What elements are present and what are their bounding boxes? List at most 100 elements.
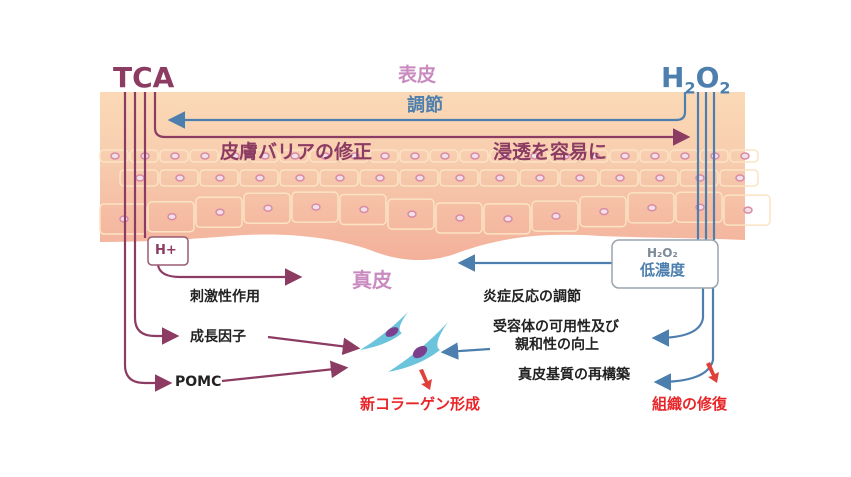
cell-nucleus bbox=[590, 152, 600, 160]
receptor-label-1: 受容体の可用性及び bbox=[493, 319, 619, 335]
tca-label: TCA bbox=[113, 61, 175, 94]
skin-cell bbox=[291, 191, 339, 223]
skin-cell bbox=[399, 169, 439, 187]
cell-nucleus bbox=[599, 207, 609, 216]
fibroblast-cells bbox=[360, 312, 448, 372]
skin-cell bbox=[439, 169, 479, 187]
skin-cell bbox=[459, 149, 489, 163]
skin-cell bbox=[435, 202, 483, 234]
skin-cell bbox=[429, 149, 459, 163]
skin-cell bbox=[219, 149, 249, 163]
h2o2-label: H2O2 bbox=[661, 64, 731, 97]
cell-nucleus bbox=[503, 215, 513, 223]
skin-cell bbox=[559, 169, 599, 187]
h-plus-label: H+ bbox=[155, 243, 177, 258]
cell-nucleus bbox=[415, 174, 425, 182]
cell-nucleus bbox=[455, 174, 465, 182]
cell-nucleus bbox=[615, 174, 625, 182]
cell-nucleus bbox=[167, 212, 177, 221]
skin-cell bbox=[639, 169, 679, 187]
skin-cell bbox=[399, 149, 429, 163]
h2o2-lines bbox=[167, 92, 716, 391]
red-arrows bbox=[419, 362, 719, 390]
cell-nucleus bbox=[135, 174, 145, 182]
skin-cell bbox=[519, 169, 559, 187]
cell-nucleus bbox=[200, 152, 210, 160]
inflammation-label: 炎症反応の調節 bbox=[483, 289, 581, 305]
skin-cell bbox=[159, 169, 199, 187]
skin-cell bbox=[719, 169, 759, 187]
cell-nucleus bbox=[455, 214, 465, 222]
cell-nucleus bbox=[495, 174, 505, 182]
skin-cell bbox=[519, 149, 549, 163]
cell-nucleus bbox=[320, 152, 330, 160]
cell-nucleus bbox=[440, 152, 450, 160]
growth-factor-label: 成長因子 bbox=[190, 329, 246, 345]
h2o2-low-box bbox=[611, 239, 719, 289]
skin-cell bbox=[729, 149, 759, 163]
cell-nucleus bbox=[410, 152, 420, 160]
skin-cell bbox=[319, 169, 359, 187]
skin-cell bbox=[249, 149, 279, 163]
skin-cell bbox=[489, 149, 519, 163]
skin-cell bbox=[387, 198, 435, 230]
skin-cell bbox=[239, 169, 279, 187]
cell-nucleus bbox=[650, 152, 660, 160]
skin-cell bbox=[199, 169, 239, 187]
h2o2-low-formula: H₂O₂ bbox=[647, 246, 678, 260]
cell-nucleus bbox=[255, 174, 265, 182]
ease-penetration-label: 浸透を容易に bbox=[493, 141, 608, 163]
cell-nucleus bbox=[215, 174, 225, 182]
skin-cell bbox=[189, 149, 219, 163]
skin-cell bbox=[579, 149, 609, 163]
skin-cell bbox=[723, 194, 771, 226]
new-collagen-label: 新コラーゲン形成 bbox=[360, 395, 481, 413]
cell-nucleus bbox=[743, 206, 753, 214]
cell-nucleus bbox=[335, 174, 345, 182]
skin-cell bbox=[549, 149, 579, 163]
cell-nucleus bbox=[110, 152, 120, 160]
skin-cell bbox=[599, 169, 639, 187]
cell-nucleus bbox=[260, 152, 270, 160]
cell-nucleus bbox=[740, 152, 750, 160]
collagen-arrow-icon bbox=[419, 369, 432, 390]
cell-nucleus bbox=[170, 152, 180, 160]
cell-nucleus bbox=[380, 152, 390, 160]
skin-cell bbox=[309, 149, 339, 163]
cell-nucleus bbox=[215, 208, 225, 217]
cell-nucleus bbox=[407, 210, 417, 218]
h2o2-sub2: 2 bbox=[719, 78, 731, 98]
skin-cell bbox=[195, 196, 243, 229]
cell-nucleus bbox=[535, 174, 545, 182]
cell-nucleus bbox=[647, 204, 657, 212]
skin-cell bbox=[243, 192, 291, 224]
h2o2-h: H bbox=[661, 61, 685, 94]
tissue-repair-label: 組織の修復 bbox=[652, 395, 728, 413]
skin-cell bbox=[147, 200, 195, 233]
cell-nucleus bbox=[680, 152, 690, 160]
irritation-label: 刺激性作用 bbox=[190, 289, 260, 305]
h2o2-o: O bbox=[695, 61, 720, 94]
cell-nucleus bbox=[175, 174, 185, 182]
cell-nucleus bbox=[350, 152, 360, 160]
skin-cell bbox=[531, 200, 579, 232]
cell-nucleus bbox=[263, 204, 273, 212]
cell-nucleus bbox=[311, 203, 321, 211]
skin-cell bbox=[279, 149, 309, 163]
skin-cell bbox=[479, 169, 519, 187]
cell-nucleus bbox=[470, 152, 480, 160]
skin-cell bbox=[339, 193, 387, 226]
skin-cells bbox=[99, 149, 771, 235]
skin-cell bbox=[579, 195, 627, 228]
skin-cell bbox=[639, 149, 669, 163]
cell-nucleus bbox=[620, 152, 630, 160]
skin-cell bbox=[99, 149, 129, 163]
epidermis-label: 表皮 bbox=[398, 64, 437, 86]
cell-nucleus bbox=[530, 152, 540, 160]
cell-nucleus bbox=[290, 152, 300, 160]
dermis-label: 真皮 bbox=[352, 268, 392, 292]
skin-cell bbox=[483, 203, 531, 235]
cell-nucleus bbox=[230, 152, 240, 160]
skin-cell bbox=[339, 149, 369, 163]
